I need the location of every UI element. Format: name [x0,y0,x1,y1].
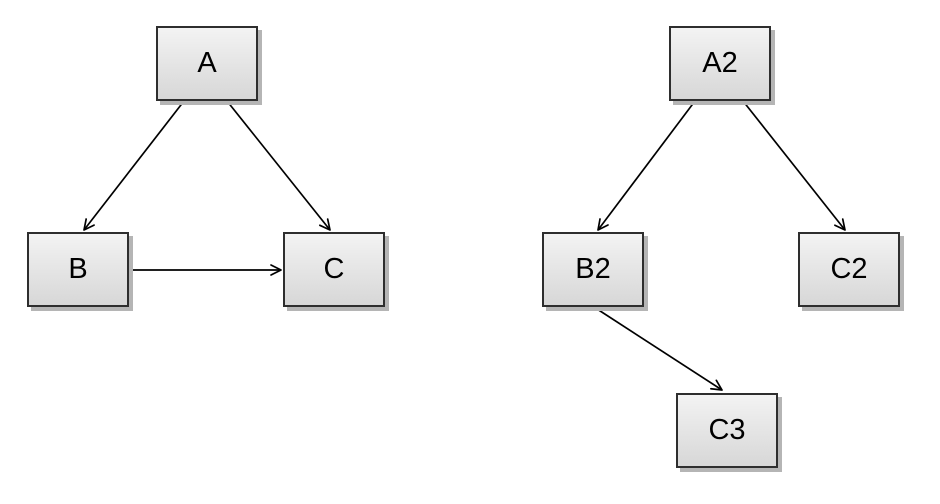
edge-A2-C2[interactable] [742,100,846,231]
node-C2[interactable]: C2 [798,232,900,307]
node-label: A [197,47,217,79]
node-label: C [323,253,345,285]
edge-A-B[interactable] [83,100,185,231]
node-label: A2 [702,47,738,79]
node-label: C2 [830,253,868,285]
edge-A2-B2[interactable] [597,100,696,231]
node-label: B [68,253,88,285]
node-B[interactable]: B [27,232,129,307]
edge-B2-C3[interactable] [593,306,723,391]
node-A2[interactable]: A2 [669,26,771,101]
node-C[interactable]: C [283,232,385,307]
node-label: C3 [708,414,746,446]
node-A[interactable]: A [156,26,258,101]
node-B2[interactable]: B2 [542,232,644,307]
node-label: B2 [575,253,611,285]
node-C3[interactable]: C3 [676,393,778,468]
edge-A-C[interactable] [226,100,331,231]
